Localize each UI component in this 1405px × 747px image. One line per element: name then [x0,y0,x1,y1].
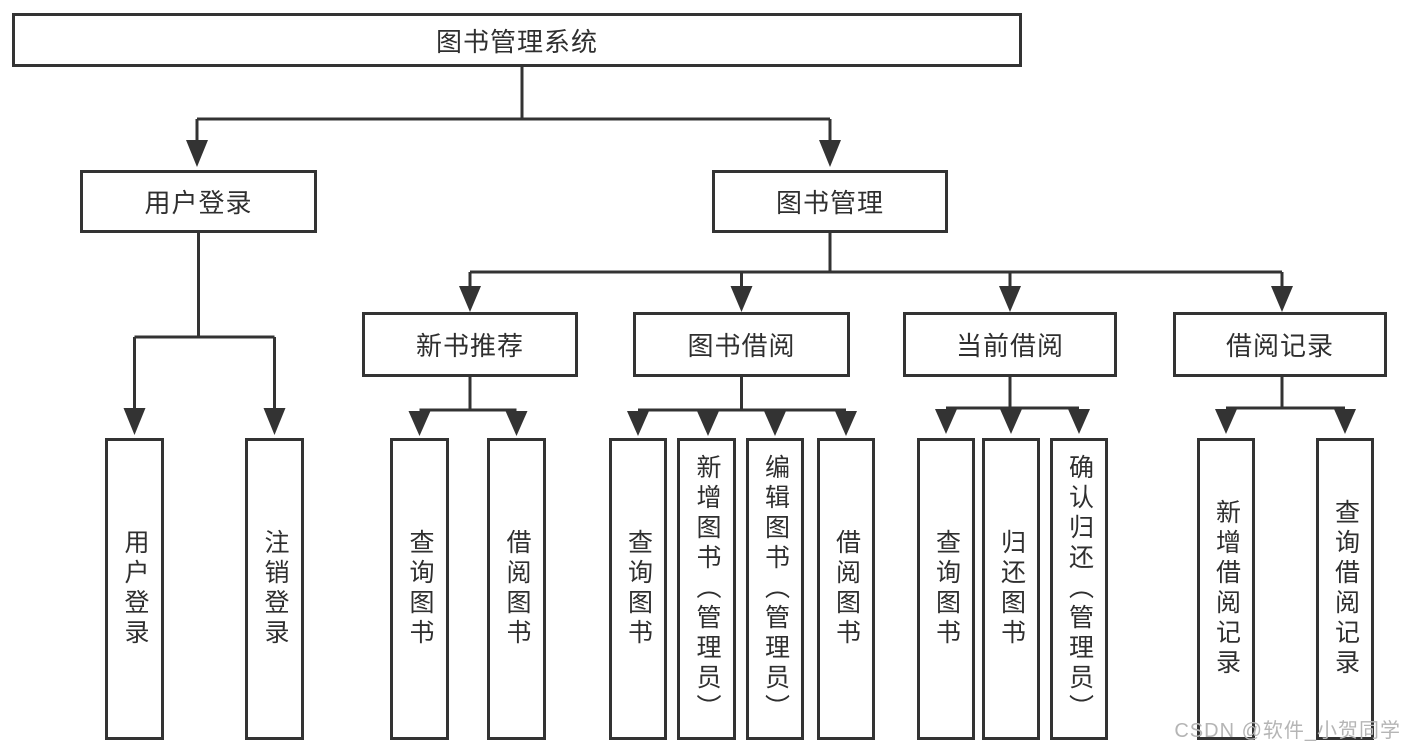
leaf-label: 查询图书 [624,529,653,649]
leaf-label: 注销登录 [261,529,289,649]
node-label: 当前借阅 [955,331,1064,361]
node-label: 图书管理系统 [435,26,598,57]
leaf-label: 借阅图书 [503,529,531,649]
leaf-label: 借阅图书 [832,529,861,649]
leaf-current-return-books: 归还图书 [982,438,1040,740]
leaf-label: 查询图书 [932,529,961,649]
node-book-borrowing: 图书借阅 [633,312,850,377]
leaf-label: 用户登录 [121,529,149,649]
leaf-records-query-record: 查询借阅记录 [1316,438,1374,740]
node-label: 图书借阅 [687,331,796,361]
node-current-borrowing: 当前借阅 [903,312,1117,377]
leaf-borrowing-borrow-books: 借阅图书 [817,438,875,740]
leaf-label: 编辑图书（管理员） [761,454,790,724]
node-book-management: 图书管理 [712,170,948,233]
csdn-watermark: CSDN @软件_小贺同学 [1174,720,1401,742]
node-borrowing-records: 借阅记录 [1173,312,1387,377]
leaf-label: 新增借阅记录 [1212,499,1241,679]
leaf-label: 新增图书（管理员） [693,454,721,724]
node-library-management-system: 图书管理系统 [12,13,1022,67]
leaf-borrowing-edit-books-admin: 编辑图书（管理员） [746,438,804,740]
leaf-borrowing-query-books: 查询图书 [609,438,667,740]
leaf-records-add-record: 新增借阅记录 [1197,438,1255,740]
leaf-recommend-borrow-books: 借阅图书 [487,438,546,740]
leaf-label: 归还图书 [997,529,1026,649]
leaf-current-confirm-return-admin: 确认归还（管理员） [1050,438,1108,740]
leaf-label: 查询图书 [406,529,434,649]
leaf-borrowing-add-books-admin: 新增图书（管理员） [677,438,736,740]
node-user-login: 用户登录 [80,170,317,233]
leaf-logout: 注销登录 [245,438,304,740]
leaf-current-query-books: 查询图书 [917,438,975,740]
node-label: 借阅记录 [1225,331,1334,361]
leaf-recommend-query-books: 查询图书 [390,438,449,740]
leaf-user-login: 用户登录 [105,438,164,740]
leaf-label: 查询借阅记录 [1331,499,1360,679]
node-label: 新书推荐 [415,331,524,361]
node-new-book-recommend: 新书推荐 [362,312,578,377]
node-label: 图书管理 [775,188,884,218]
leaf-label: 确认归还（管理员） [1065,454,1094,724]
node-label: 用户登录 [144,188,253,218]
